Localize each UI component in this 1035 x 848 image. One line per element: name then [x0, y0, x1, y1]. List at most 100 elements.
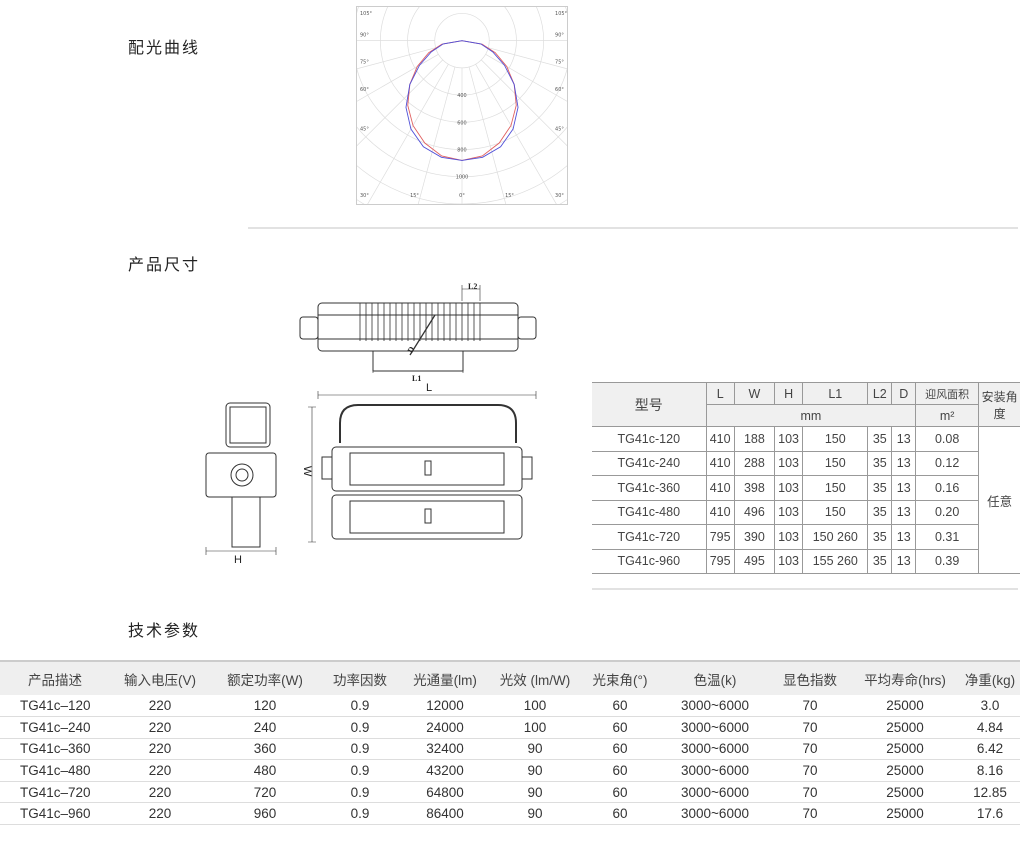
table-cell: 35	[867, 450, 893, 476]
col-l2: L2	[867, 382, 893, 405]
table-cell: 0.39	[915, 548, 979, 574]
table-cell: 150	[802, 450, 869, 476]
grid-spoke	[357, 59, 443, 147]
table-cell: 70	[770, 695, 850, 718]
radial-tick-label: 600	[457, 120, 466, 126]
column-header: 输入电压(V)	[110, 660, 210, 695]
column-header: 光束角(°)	[580, 660, 660, 695]
table-cell: 103	[773, 524, 804, 550]
table-cell: 0.31	[915, 524, 979, 550]
radial-tick-label: 800	[457, 148, 466, 154]
curve-C90	[405, 40, 519, 161]
table-cell: 795	[705, 524, 735, 550]
install-angle-value: 任意	[978, 426, 1020, 574]
table-cell: 410	[705, 450, 735, 476]
table-cell: TG41c–240	[0, 716, 110, 739]
col-install-angle: 安装角度	[978, 382, 1020, 427]
label-l2: L2	[468, 282, 477, 291]
table-cell: 0.9	[320, 695, 400, 718]
table-cell: 3000~6000	[660, 781, 770, 804]
table-cell: 240	[210, 716, 320, 739]
unit-mm: mm	[706, 404, 917, 427]
table-cell: 100	[490, 716, 580, 739]
table-cell: 70	[770, 781, 850, 804]
table-cell: 60	[580, 759, 660, 782]
angle-label: 60°	[360, 87, 369, 93]
col-h: H	[773, 382, 804, 405]
table-cell: 25000	[850, 716, 960, 739]
label-l1: L1	[412, 374, 421, 383]
table-cell: TG41c-960	[592, 548, 707, 574]
table-cell: 8.16	[960, 759, 1020, 782]
table-cell: 100	[490, 695, 580, 718]
grid-spoke	[481, 59, 567, 147]
top-view-drawing	[299, 285, 537, 373]
grid-spoke	[475, 64, 557, 204]
table-cell: 13	[891, 450, 917, 476]
table-cell: 64800	[400, 781, 490, 804]
table-cell: 3000~6000	[660, 716, 770, 739]
column-header: 功率因数	[320, 660, 400, 695]
table-cell: 103	[773, 499, 804, 525]
table-cell: 60	[580, 781, 660, 804]
col-w: W	[733, 382, 775, 405]
radial-tick-label: 400	[457, 93, 466, 99]
angle-label: 30°	[360, 193, 369, 199]
grid-spoke	[488, 47, 567, 70]
table-cell: 0.9	[320, 716, 400, 739]
table-cell: 480	[210, 759, 320, 782]
label-d: D	[406, 345, 417, 355]
table-cell: 150	[802, 475, 869, 501]
table-cell: 60	[580, 802, 660, 826]
table-cell: 13	[891, 524, 917, 550]
angle-label: 30°	[555, 193, 564, 199]
grid-spoke	[417, 66, 456, 204]
table-cell: 6.42	[960, 738, 1020, 761]
table-cell: 24000	[400, 716, 490, 739]
column-header: 额定功率(W)	[210, 660, 320, 695]
angle-label: 75°	[555, 59, 564, 65]
table-cell: TG41c–720	[0, 781, 110, 804]
angle-label: 75°	[360, 59, 369, 65]
angle-label: 105°	[360, 11, 372, 17]
table-cell: 25000	[850, 802, 960, 826]
table-cell: 960	[210, 802, 320, 826]
angle-label: 0°	[459, 193, 465, 199]
table-cell: 0.12	[915, 450, 979, 476]
table-cell: 13	[891, 426, 917, 452]
table-cell: 60	[580, 695, 660, 718]
table-cell: 220	[110, 716, 210, 739]
angle-label: 90°	[360, 33, 369, 39]
table-cell: 120	[210, 695, 320, 718]
table-cell: TG41c-360	[592, 475, 707, 501]
table-cell: 35	[867, 475, 893, 501]
column-header: 显色指数	[770, 660, 850, 695]
table-cell: 25000	[850, 759, 960, 782]
table-cell: 410	[705, 475, 735, 501]
table-cell: 13	[891, 499, 917, 525]
table-cell: 25000	[850, 695, 960, 718]
col-model: 型号	[592, 382, 707, 427]
table-cell: 103	[773, 426, 804, 452]
label-l: L	[426, 382, 432, 394]
table-cell: 103	[773, 548, 804, 574]
table-cell: 0.9	[320, 759, 400, 782]
table-cell: 90	[490, 802, 580, 826]
table-cell: 0.9	[320, 802, 400, 826]
table-cell: 795	[705, 548, 735, 574]
heading-specs: 技术参数	[128, 621, 201, 640]
divider	[592, 588, 1018, 590]
table-cell: 410	[705, 426, 735, 452]
table-cell: 155 260	[802, 548, 869, 574]
label-w: W	[301, 466, 313, 477]
table-cell: 0.16	[915, 475, 979, 501]
table-cell: 220	[110, 695, 210, 718]
table-cell: 720	[210, 781, 320, 804]
